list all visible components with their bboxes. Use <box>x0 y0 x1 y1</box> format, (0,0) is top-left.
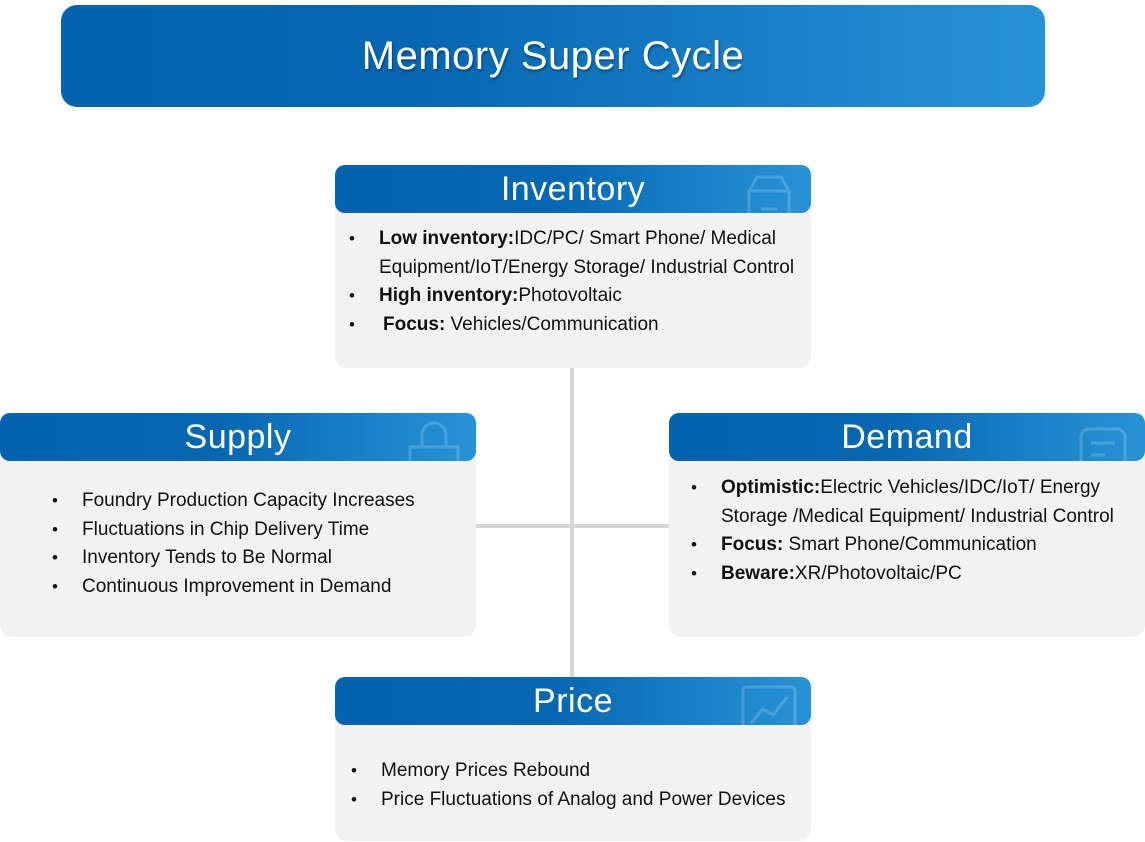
list-item: Beware:XR/Photovoltaic/PC <box>691 560 1136 589</box>
list-item: Foundry Production Capacity Increases <box>52 487 472 516</box>
price-header: Price <box>335 677 811 725</box>
list-item: Low inventory:IDC/PC/ Smart Phone/ Medic… <box>349 225 799 282</box>
page-title: Memory Super Cycle <box>361 33 745 78</box>
list-item: Memory Prices Rebound <box>351 757 811 786</box>
demand-title: Demand <box>841 417 973 456</box>
price-list: Memory Prices Rebound Price Fluctuations… <box>351 757 811 814</box>
list-item: Continuous Improvement in Demand <box>52 573 472 602</box>
list-item: Optimistic:Electric Vehicles/IDC/IoT/ En… <box>691 474 1136 531</box>
price-title: Price <box>533 681 613 720</box>
list-item: Focus: Smart Phone/Communication <box>691 531 1136 560</box>
title-banner: Memory Super Cycle <box>61 5 1045 107</box>
inventory-title: Inventory <box>500 169 646 208</box>
inventory-list: Low inventory:IDC/PC/ Smart Phone/ Medic… <box>349 225 799 339</box>
factory-icon <box>408 421 460 461</box>
list-item: Focus: Vehicles/Communication <box>349 311 799 340</box>
inventory-header: Inventory <box>335 165 811 213</box>
price-card: Price Memory Prices Rebound Price Fluctu… <box>335 677 811 841</box>
supply-list: Foundry Production Capacity Increases Fl… <box>52 487 472 601</box>
box-icon <box>746 175 792 213</box>
list-item: High inventory:Photovoltaic <box>349 282 799 311</box>
list-item: Price Fluctuations of Analog and Power D… <box>351 786 811 815</box>
chart-monitor-icon <box>741 685 797 725</box>
supply-title: Supply <box>184 417 292 456</box>
inventory-card: Inventory Low inventory:IDC/PC/ Smart Ph… <box>335 165 811 368</box>
supply-card: Supply Foundry Production Capacity Incre… <box>0 413 476 637</box>
list-item: Inventory Tends to Be Normal <box>52 544 472 573</box>
list-item: Fluctuations in Chip Delivery Time <box>52 516 472 545</box>
vertical-connector <box>570 368 574 678</box>
demand-list: Optimistic:Electric Vehicles/IDC/IoT/ En… <box>691 474 1136 588</box>
supply-header: Supply <box>0 413 476 461</box>
demand-card: Demand Optimistic:Electric Vehicles/IDC/… <box>669 413 1145 637</box>
demand-header: Demand <box>669 413 1145 461</box>
horizontal-connector <box>476 524 670 528</box>
document-icon <box>1079 427 1127 461</box>
